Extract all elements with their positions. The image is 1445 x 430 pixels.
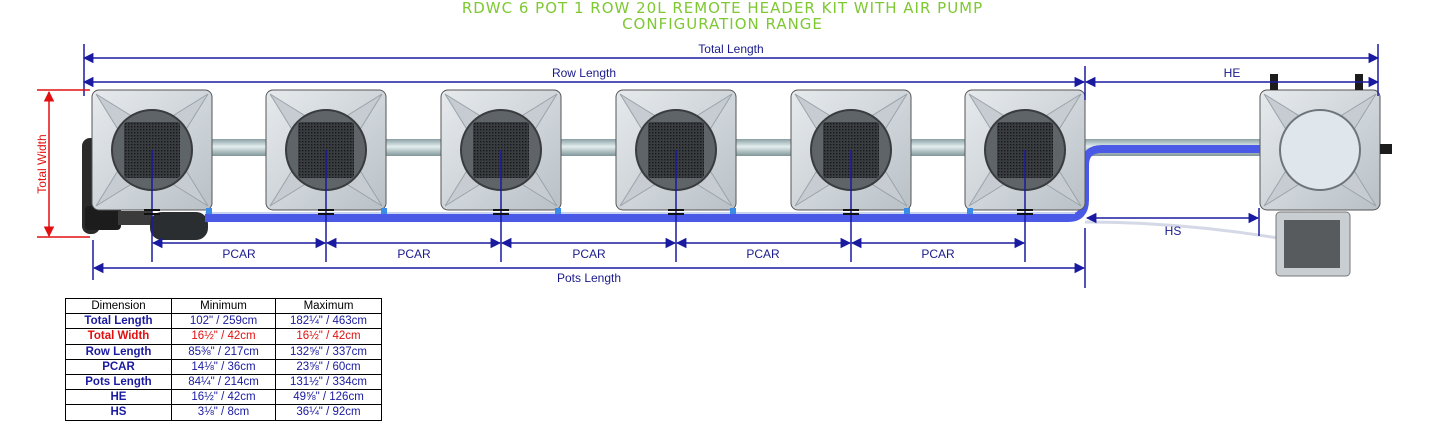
total-length-label: Total Length [698, 42, 763, 56]
table-row: PCAR 14⅛" / 36cm 23⅝" / 60cm [65, 358, 382, 375]
dimension-maximum: 16½" / 42cm [275, 328, 382, 345]
dimension-name: HS [65, 404, 172, 421]
dimension-minimum: 16½" / 42cm [171, 328, 276, 345]
pump-valve [118, 211, 152, 225]
dimension-maximum: 36¼" / 92cm [275, 404, 382, 421]
table-row: Pots Length 84¼" / 214cm 131½" / 334cm [65, 373, 382, 391]
dimension-minimum: 14⅛" / 36cm [171, 358, 276, 375]
pcar-label-3: PCAR [572, 247, 606, 261]
pump-housing [150, 212, 208, 240]
air-pump-face [1284, 220, 1340, 268]
total-width-label: Total Width [35, 134, 49, 193]
dimension-name: HE [65, 389, 172, 406]
dimension-maximum: 182¼" / 463cm [275, 313, 382, 330]
dimension-name: Pots Length [65, 373, 172, 391]
column-header-minimum: Minimum [171, 297, 276, 315]
air-pump-tube [1084, 220, 1279, 240]
pcar-label-4: PCAR [746, 247, 780, 261]
pcar-label-2: PCAR [397, 247, 431, 261]
dimension-minimum: 84¼" / 214cm [171, 373, 276, 391]
dimension-maximum: 131½" / 334cm [275, 373, 382, 391]
dimension-minimum: 85⅜" / 217cm [171, 343, 276, 360]
water-pump [85, 206, 121, 230]
system-diagram: Total Length Row Length HE Total Width P… [35, 42, 1392, 288]
header-tank [1259, 89, 1381, 211]
header-outlet [1380, 144, 1392, 154]
title-line-1: RDWC 6 POT 1 ROW 20L REMOTE HEADER KIT W… [461, 0, 984, 17]
title-line-2: CONFIGURATION RANGE [622, 15, 823, 33]
table-row: HS 3⅛" / 8cm 36¼" / 92cm [65, 404, 382, 421]
table-row: HE 16½" / 42cm 49⅝" / 126cm [65, 389, 382, 406]
dimension-minimum: 3⅛" / 8cm [171, 404, 276, 421]
dimension-table: Dimension Minimum Maximum Total Length 1… [65, 297, 382, 421]
column-header-dimension: Dimension [65, 297, 172, 315]
pots-length-label: Pots Length [557, 271, 621, 285]
table-row: Row Length 85⅜" / 217cm 132⅝" / 337cm [65, 343, 382, 360]
pcar-label-5: PCAR [921, 247, 955, 261]
table-header-row: Dimension Minimum Maximum [65, 297, 382, 315]
air-stone-markers [206, 208, 973, 214]
dimension-maximum: 23⅝" / 60cm [275, 358, 382, 375]
dimension-name: Total Width [65, 328, 172, 345]
dimension-name: Row Length [65, 343, 172, 360]
dimension-minimum: 16½" / 42cm [171, 389, 276, 406]
pcar-label-1: PCAR [222, 247, 256, 261]
hs-label: HS [1165, 224, 1182, 238]
column-header-maximum: Maximum [275, 297, 382, 315]
dimension-maximum: 132⅝" / 337cm [275, 343, 382, 360]
he-label: HE [1224, 66, 1241, 80]
table-row: Total Width 16½" / 42cm 16½" / 42cm [65, 328, 382, 345]
dimension-name: Total Length [65, 313, 172, 330]
row-length-label: Row Length [552, 66, 616, 80]
table-row: Total Length 102" / 259cm 182¼" / 463cm [65, 313, 382, 330]
dimension-minimum: 102" / 259cm [171, 313, 276, 330]
pot-fittings [144, 209, 1033, 215]
dimension-name: PCAR [65, 358, 172, 375]
diagram-title: RDWC 6 POT 1 ROW 20L REMOTE HEADER KIT W… [0, 0, 1445, 32]
dimension-maximum: 49⅝" / 126cm [275, 389, 382, 406]
